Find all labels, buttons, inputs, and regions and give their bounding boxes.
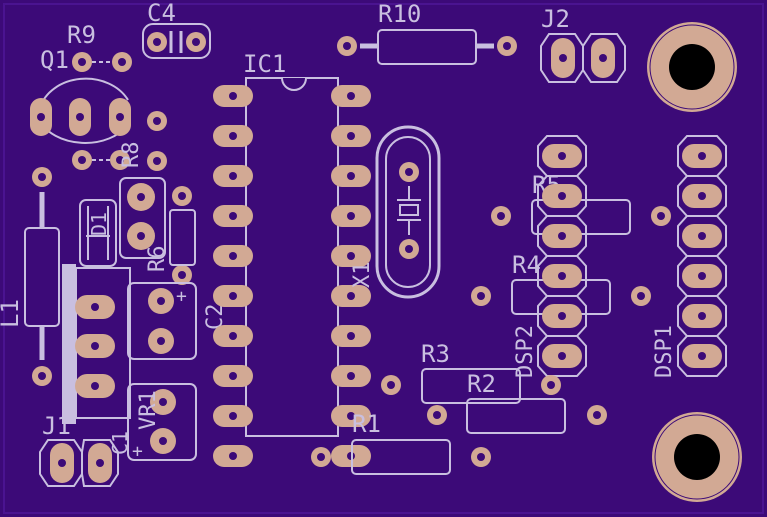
ic1-pin-pad (213, 85, 253, 107)
header-pin-pad (677, 335, 727, 377)
label-l1: L1 (0, 299, 24, 328)
component-r7 (119, 177, 166, 259)
label-r2: R2 (467, 370, 496, 398)
component-q1 (30, 77, 131, 144)
label-c1: C1 (108, 431, 132, 455)
ic1-pin-pad (213, 405, 253, 427)
ic1-pin-pad (331, 125, 371, 147)
header-pin-pad (537, 295, 587, 337)
label-d1: D1 (87, 212, 111, 236)
component-d1 (79, 199, 117, 267)
ic1-pin-pad (331, 245, 371, 267)
label-j2: J2 (541, 5, 570, 33)
ic1-pin-pad (331, 165, 371, 187)
component-c4 (142, 23, 211, 59)
ic1-pin-pad (213, 365, 253, 387)
header-pin-pad (677, 295, 727, 337)
label-j1: J1 (42, 412, 71, 440)
component-r2 (427, 398, 607, 434)
component-j2 (540, 33, 626, 83)
label-c1-plus: + (132, 441, 143, 462)
ic1-pin-pad (213, 245, 253, 267)
label-q1: Q1 (40, 46, 69, 74)
ic1-pin-pad (331, 285, 371, 307)
label-r1: R1 (352, 410, 381, 438)
label-r3: R3 (421, 340, 450, 368)
component-vr1 (127, 383, 197, 461)
component-r9 (72, 52, 132, 72)
ic1-pin-pad (331, 405, 371, 427)
ic1-pin-pad (213, 205, 253, 227)
component-c2 (127, 282, 197, 360)
ic1-pin-pad (331, 205, 371, 227)
ic1-pin-pad (213, 325, 253, 347)
label-r6: R6 (145, 246, 170, 273)
mounting-hole-bottom-right (652, 412, 742, 502)
component-regulator (62, 264, 131, 424)
label-r9: R9 (67, 21, 96, 49)
label-c2-plus: + (176, 286, 187, 307)
ic1-pin-pad (213, 285, 253, 307)
label-dsp1: DSP1 (652, 325, 677, 378)
ic1-pin-pad (213, 445, 253, 467)
label-r4: R4 (512, 251, 541, 279)
header-pin-pad (537, 215, 587, 257)
label-ic1: IC1 (243, 50, 286, 78)
ic1-pin-pad (331, 365, 371, 387)
ic1-pin-pad (331, 325, 371, 347)
component-ic1 (213, 77, 371, 467)
component-r8 (72, 111, 167, 171)
ic1-pin-pad (213, 165, 253, 187)
component-r6 (169, 186, 196, 285)
header-pin-pad (537, 335, 587, 377)
component-r10 (337, 29, 517, 65)
label-x1: X1 (350, 262, 375, 289)
component-x1 (375, 125, 441, 299)
component-dsp1 (677, 135, 727, 377)
label-r10: R10 (378, 0, 421, 28)
board-outline (3, 3, 764, 514)
label-r8: R8 (119, 142, 144, 169)
component-r1 (311, 439, 491, 475)
ic1-pin-pad (213, 125, 253, 147)
component-j1 (39, 439, 119, 487)
component-l1 (24, 167, 60, 386)
ic1-pin-pad (331, 85, 371, 107)
mounting-hole-top-right (647, 22, 737, 112)
label-vr1: VR1 (136, 390, 161, 430)
label-c4: C4 (147, 0, 176, 27)
component-dsp2 (537, 135, 587, 377)
component-r3 (381, 368, 561, 404)
